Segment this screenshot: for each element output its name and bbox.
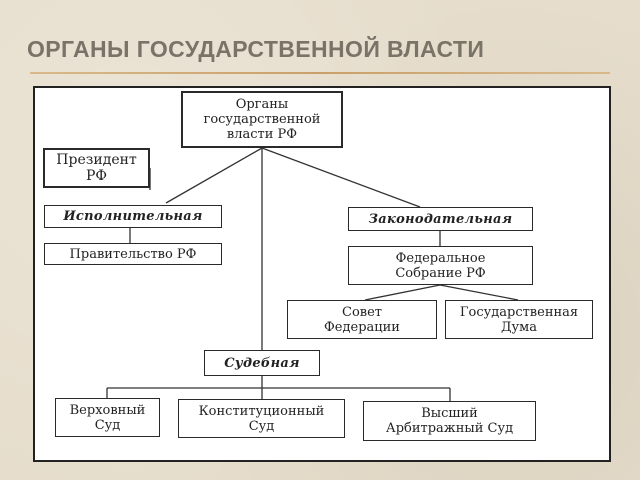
slide-title: ОРГАНЫ ГОСУДАРСТВЕННОЙ ВЛАСТИ xyxy=(27,36,485,62)
judicial-branch-box: Судебная xyxy=(204,350,320,376)
federation-council-box: Совет Федерации xyxy=(287,300,437,339)
supreme-court-box: Верховный Суд xyxy=(55,398,160,437)
state-duma-box: Государственная Дума xyxy=(445,300,593,339)
constitutional-court-box: Конституционный Суд xyxy=(178,399,345,438)
connector-root-legislative xyxy=(261,147,421,208)
government-box: Правительство РФ xyxy=(44,243,222,265)
connector-root-executive xyxy=(165,147,263,204)
president-box: Президент РФ xyxy=(43,148,150,188)
root-box: Органы государственной власти РФ xyxy=(181,91,343,148)
executive-branch-box: Исполнительная xyxy=(44,205,222,228)
connector-assembly-federation-council xyxy=(364,284,441,301)
federal-assembly-box: Федеральное Собрание РФ xyxy=(348,246,533,285)
legislative-branch-box: Законодательная xyxy=(348,207,533,231)
title-underline xyxy=(30,72,610,74)
arbitration-court-box: Высший Арбитражный Суд xyxy=(363,401,536,441)
connector-assembly-state-duma xyxy=(439,284,519,301)
